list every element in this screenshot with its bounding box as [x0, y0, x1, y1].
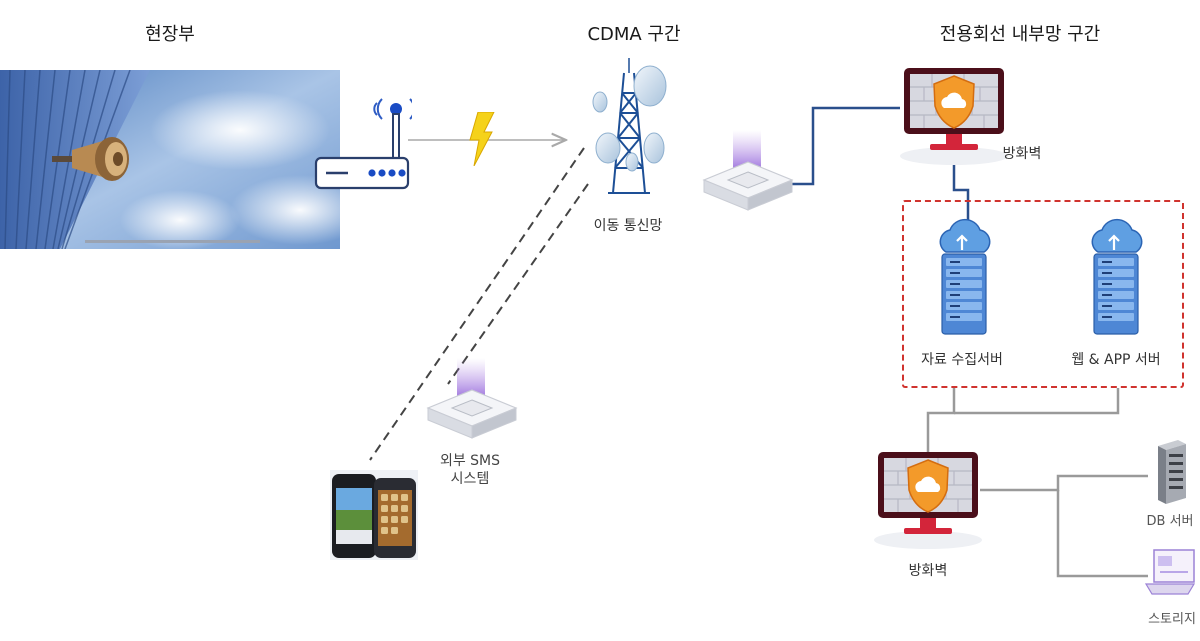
db-server-icon — [1158, 440, 1186, 504]
router-icon — [314, 98, 412, 190]
firewall-bottom-label: 방화벽 — [908, 563, 948, 579]
storage-label: 스토리지 — [1148, 612, 1196, 627]
storage-icon — [1144, 549, 1196, 595]
gateway-appliance-icon — [702, 130, 794, 211]
firewall-icon-top — [900, 68, 1008, 165]
sms-appliance-icon — [426, 358, 518, 439]
collection-server-label: 자료 수집서버 — [921, 352, 1003, 368]
mobile-network-label: 이동 통신망 — [593, 218, 663, 234]
lightning-icon — [469, 112, 495, 166]
field-site-photo — [0, 70, 340, 249]
firewall-icon-bottom — [874, 452, 982, 549]
tower-to-phone-dashed-line — [369, 147, 585, 461]
server-bus-left — [926, 388, 956, 454]
server-bus-right — [954, 388, 1120, 415]
section-field-title: 현장부 — [145, 24, 195, 45]
section-dedicated-title: 전용회선 내부망 구간 — [939, 24, 1101, 45]
gateway-to-firewall-line — [790, 106, 900, 186]
db-server-label: DB 서버 — [1146, 514, 1194, 529]
external-sms-label-line2: 시스템 — [450, 471, 490, 487]
firewall-to-server-line — [952, 148, 970, 222]
external-sms-label-line1: 외부 SMS — [439, 453, 501, 469]
external-sms-label: 외부 SMS 시스템 — [440, 452, 500, 488]
cell-tower-icon — [592, 58, 667, 194]
horn-speaker-icon — [52, 137, 129, 181]
collection-server-icon — [939, 218, 991, 335]
firewall-to-db-line — [980, 474, 1148, 492]
web-app-server-icon — [1091, 218, 1143, 335]
firewall-to-storage-line — [1056, 490, 1148, 578]
smartphones-photo — [330, 470, 418, 560]
tower-to-sms-dashed-line — [447, 183, 589, 385]
web-app-server-label: 웹 & APP 서버 — [1071, 352, 1161, 368]
section-cdma-title: CDMA 구간 — [587, 24, 681, 45]
internal-server-group — [902, 200, 1184, 388]
firewall-top-label: 방화벽 — [1002, 146, 1042, 162]
